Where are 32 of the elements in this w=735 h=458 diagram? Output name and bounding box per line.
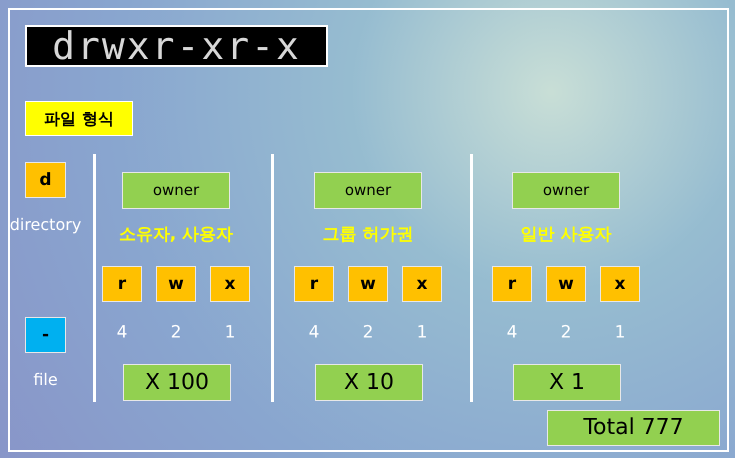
permission-box: w [546, 266, 586, 302]
permission-box: w [156, 266, 196, 302]
section-header: 파일 형식 [25, 101, 133, 136]
owner-box: owner [512, 172, 620, 209]
permission-box: w [348, 266, 388, 302]
permission-box: r [492, 266, 532, 302]
type-label: directory [10, 217, 82, 233]
permission-value: 1 [614, 324, 626, 342]
permission-value: 4 [308, 324, 320, 342]
permission-box: x [402, 266, 442, 302]
owner-box: owner [314, 172, 422, 209]
permission-box: r [294, 266, 334, 302]
value-box: X 1 [513, 364, 621, 401]
value-box: X 100 [123, 364, 231, 401]
permission-box: r [102, 266, 142, 302]
value-box: Total 777 [547, 410, 720, 446]
permission-value: 2 [560, 324, 572, 342]
permission-box: x [600, 266, 640, 302]
permission-value: 1 [416, 324, 428, 342]
owner-box: owner [122, 172, 230, 209]
column-heading: 소유자, 사용자 [118, 226, 234, 244]
type-label: file [33, 372, 58, 388]
permission-string-box: drwxr-xr-x [25, 25, 328, 67]
column-heading: 그룹 허가권 [322, 226, 414, 244]
permission-value: 4 [116, 324, 128, 342]
permission-value: 4 [506, 324, 518, 342]
value-box: X 10 [315, 364, 423, 401]
permission-box: x [210, 266, 250, 302]
column-heading: 일반 사용자 [520, 226, 612, 244]
permission-value: 2 [170, 324, 182, 342]
permission-value: 1 [224, 324, 236, 342]
permission-value: 2 [362, 324, 374, 342]
